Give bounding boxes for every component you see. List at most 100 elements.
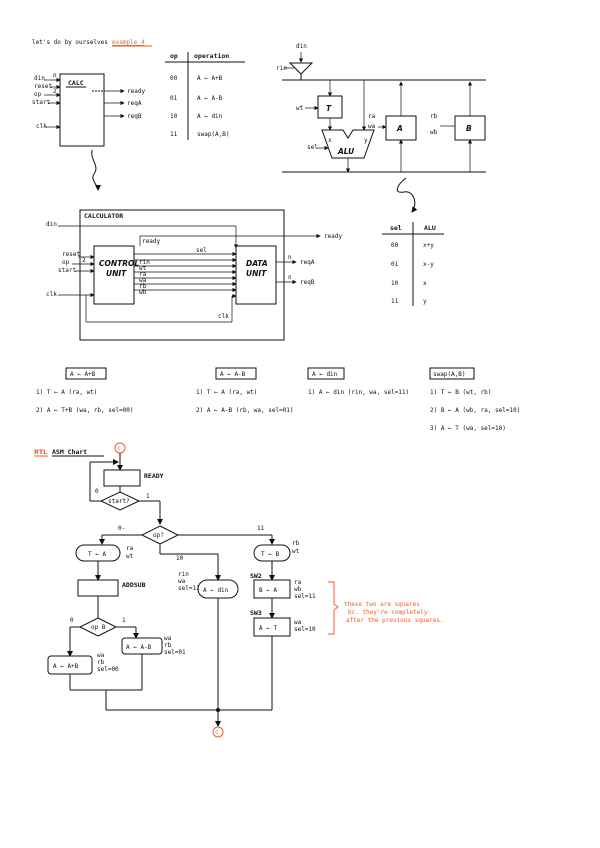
op-row1-op: 01 xyxy=(170,95,178,102)
dp-b-reg: B xyxy=(466,124,472,133)
asm-sub-sig-rb: rb xyxy=(164,642,172,649)
calculator-sig-ra: ra xyxy=(139,271,147,278)
header-intro: let's do by ourselves xyxy=(32,39,108,46)
calculator-sig-wt: wt xyxy=(139,265,147,272)
asm-add-sig-sel: sel=00 xyxy=(97,666,119,673)
calculator-sig-rb: rb xyxy=(139,283,147,290)
asm-start-zero: 0 xyxy=(95,488,99,495)
alu-row1-sel: 01 xyxy=(391,261,399,268)
asm-start: start? xyxy=(108,498,130,505)
asm-sw2-sig-ra: ra xyxy=(294,579,302,586)
op-sub-step1: 1) T ← A (ra, wt) xyxy=(196,389,257,396)
asm-opb-one: 1 xyxy=(122,617,126,624)
op-add-title: A ← A+B xyxy=(70,371,96,378)
asm-connector-bottom xyxy=(212,726,224,738)
op-row0-operation: A ← A+B xyxy=(197,75,223,82)
calc-out-reqb: reqB xyxy=(127,113,142,120)
asm-din-sig-sel: sel=11 xyxy=(178,585,200,592)
asm-t-a-ra: ra xyxy=(126,545,134,552)
asm-sub-box: A ← A-B xyxy=(126,644,152,651)
control-unit-line2: UNIT xyxy=(106,269,127,278)
op-row2-op: 10 xyxy=(170,113,178,120)
asm-sw3-sig-sel: sel=10 xyxy=(294,626,316,633)
asm-op: op? xyxy=(153,532,164,539)
op-row2-operation: A ← din xyxy=(197,113,223,120)
calculator-clk: clk xyxy=(46,291,57,298)
alu-row1-val: x-y xyxy=(423,261,434,268)
asm-connector-top-label: c xyxy=(117,445,121,452)
alu-row0-val: x+y xyxy=(423,242,434,249)
calculator-op: op xyxy=(62,259,70,266)
calc-in-din: din xyxy=(34,75,45,82)
calc-bus-n: n xyxy=(53,72,57,79)
calc-title: CALC xyxy=(68,79,84,87)
op-din-step1: 1) A ← din (rin, wa, sel=11) xyxy=(308,389,409,396)
operations-section: A ← A+B 1) T ← A (ra, wt) 2) A ← T+B (wa… xyxy=(36,367,520,432)
calc-out-ready: ready xyxy=(127,88,145,95)
data-unit-line1: DATA xyxy=(246,259,268,268)
calculator-sig-rin: rin xyxy=(139,259,150,266)
dp-y: y xyxy=(364,137,368,144)
dp-sel: sel xyxy=(307,144,318,151)
op-swap-step2: 2) B ← A (wb, ra, sel=10) xyxy=(430,407,520,414)
asm-op-b0: 0- xyxy=(118,525,125,532)
asm-start-one: 1 xyxy=(146,493,150,500)
op-din-title: A ← din xyxy=(312,371,338,378)
asm-t-b-wt: wt xyxy=(292,548,300,555)
asm-opb-zero: 0 xyxy=(70,617,74,624)
asm-t-b: T ← B xyxy=(261,551,279,558)
asm-chart: RTL ASM Chart c READY start? 0 1 op? 0- … xyxy=(34,442,444,738)
calculator-out-reqa: reqA xyxy=(300,259,315,266)
calc-out-reqa: reqA xyxy=(127,100,142,107)
dp-rin: rin xyxy=(276,65,287,72)
asm-op-10: 10 xyxy=(176,555,184,562)
op-table-h0: op xyxy=(170,52,178,60)
calc-in-op: op xyxy=(34,91,42,98)
asm-heading-rtl: RTL xyxy=(34,448,47,456)
dp-wb: wb xyxy=(430,129,438,136)
op-row3-operation: swap(A,B) xyxy=(197,131,230,138)
calc-in-reset: reset xyxy=(34,83,52,90)
control-unit-line1: CONTROL xyxy=(99,259,139,268)
calculator-ready-inner: ready xyxy=(142,238,160,245)
datapath-diagram: din rin T wt x y ALU sel A ra wa B rb wb xyxy=(276,43,486,213)
asm-din-sig-wa: wa xyxy=(178,578,186,585)
asm-sw2-sig-sel: sel=11 xyxy=(294,593,316,600)
asm-add-sig-wa: wa xyxy=(97,652,105,659)
header-example: example 4 xyxy=(112,39,145,46)
calculator-din: din xyxy=(46,221,57,228)
op-sub-step2: 2) A ← A-B (rb, wa, sel=01) xyxy=(196,407,294,414)
alu-row2-sel: 10 xyxy=(391,280,399,287)
asm-sub-sig-wa: wa xyxy=(164,635,172,642)
op-table: op operation 00 A ← A+B 01 A ← A-B 10 A … xyxy=(165,52,245,140)
alu-table: sel ALU 00 x+y 01 x-y 10 x 11 y xyxy=(382,222,444,306)
calculator-n2: n xyxy=(288,274,292,281)
calculator-block: CALCULATOR din CONTROL UNIT DATA UNIT re… xyxy=(46,209,342,341)
asm-sub-sig-sel: sel=01 xyxy=(164,649,186,656)
op-add-step1: 1) T ← A (ra, wt) xyxy=(36,389,97,396)
op-row3-op: 11 xyxy=(170,131,178,138)
alu-row0-sel: 00 xyxy=(391,242,399,249)
asm-sw3-box: A ← T xyxy=(259,625,277,632)
op-add-step2: 2) A ← T+B (wa, rb, sel=00) xyxy=(36,407,134,414)
op-row0-op: 00 xyxy=(170,75,178,82)
asm-sw2-box: B ← A xyxy=(259,587,277,594)
asm-t-a: T ← A xyxy=(88,551,106,558)
calculator-start: start xyxy=(58,267,76,274)
dp-din: din xyxy=(296,43,307,50)
dp-t-reg: T xyxy=(326,104,332,113)
asm-addsub: ADDSUB xyxy=(122,581,146,589)
calculator-n1: n xyxy=(288,254,292,261)
alu-table-h1: ALU xyxy=(424,224,436,232)
alu-row3-val: y xyxy=(423,298,427,305)
dp-wa: wa xyxy=(368,123,376,130)
alu-table-h0: sel xyxy=(390,224,402,232)
calc-in-clk: clk xyxy=(36,123,47,130)
calculator-out-reqb: reqB xyxy=(300,279,315,286)
calc-bus-2: 2 xyxy=(53,88,57,95)
calculator-sel: sel xyxy=(196,247,207,254)
dp-alu: ALU xyxy=(337,147,354,156)
calc-block: CALC din n reset op 2 start clk ready re… xyxy=(32,72,145,191)
asm-din-box: A ← din xyxy=(203,587,229,594)
